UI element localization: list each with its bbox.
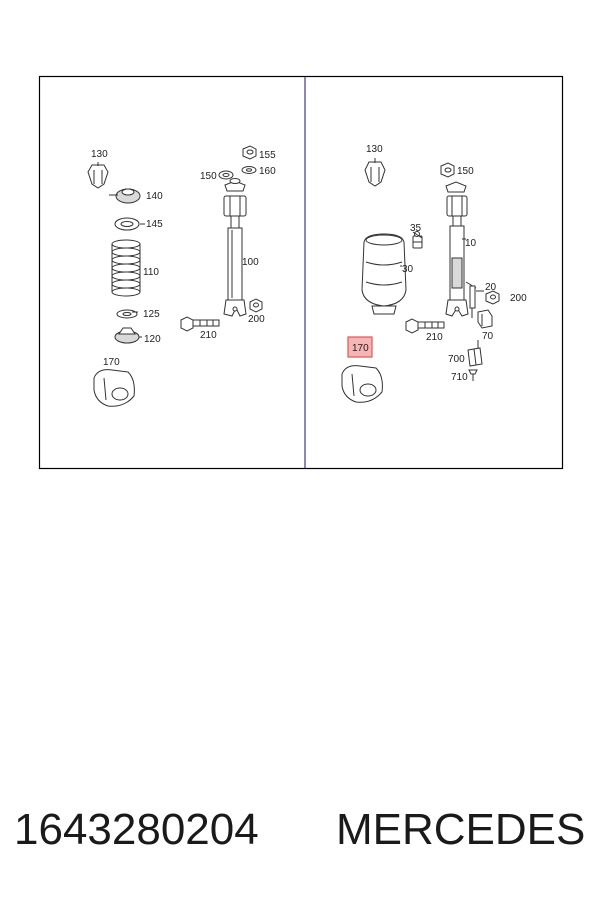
part-number: 1643280204 (14, 805, 259, 854)
brand-name: MERCEDES (336, 805, 586, 854)
bracket-part (467, 347, 483, 367)
product-caption: 1643280204 MERCEDES (0, 795, 600, 875)
label-120: 120 (144, 334, 161, 345)
upper-spring-pad-part (114, 217, 140, 231)
label-710: 710 (451, 372, 468, 383)
label-700: 700 (448, 354, 465, 365)
retainer-part (477, 309, 493, 329)
highlight-box-170[interactable] (347, 336, 373, 358)
sensor-part (465, 281, 477, 318)
label-10: 10 (465, 238, 477, 249)
bump-stop-part (93, 369, 135, 407)
label-110: 110 (143, 267, 159, 278)
shock-absorber-part (223, 178, 247, 317)
label-35: 35 (410, 223, 422, 234)
label-140: 140 (146, 191, 163, 202)
lower-nut-part (249, 298, 263, 313)
bolt-part-right (405, 318, 445, 334)
lower-spring-pad-part (116, 309, 138, 319)
nut-part (242, 145, 257, 160)
label-155: 155 (259, 150, 276, 161)
label-210: 210 (200, 330, 217, 341)
air-spring-part (361, 233, 407, 315)
label-30: 30 (402, 264, 414, 275)
label-150-right: 150 (457, 166, 474, 177)
clip-part (87, 162, 109, 189)
washer-part (241, 166, 257, 174)
label-200-right: 200 (510, 293, 527, 304)
label-160: 160 (259, 166, 276, 177)
bump-stop-part-right (341, 365, 383, 403)
bolt-part (180, 316, 220, 332)
clip-part-right (364, 158, 386, 187)
air-strut-part (445, 181, 469, 317)
left-panel-coil-spring: 130 140 145 110 125 120 170 155 150 160 … (87, 145, 276, 407)
nut-part-right (440, 162, 455, 178)
label-20: 20 (485, 282, 497, 293)
right-panel-air-suspension: 130 150 35 10 30 20 200 210 70 170 700 7… (341, 144, 527, 403)
coil-spring-part (111, 239, 141, 297)
label-100: 100 (242, 257, 259, 268)
label-130: 130 (91, 149, 108, 160)
label-170-right: 170 (352, 343, 369, 354)
bushing-part (218, 170, 234, 180)
top-mount-part (115, 188, 141, 204)
label-70: 70 (482, 331, 494, 342)
label-130-right: 130 (366, 144, 383, 155)
label-145: 145 (146, 219, 163, 230)
label-170: 170 (103, 357, 120, 368)
label-125: 125 (143, 309, 160, 320)
spring-seat-part (114, 327, 140, 344)
screw-part (468, 369, 478, 381)
label-210-right: 210 (426, 332, 443, 343)
label-150: 150 (200, 171, 217, 182)
lower-nut-part-right (485, 290, 500, 305)
parts-diagram: 130 140 145 110 125 120 170 155 150 160 … (38, 75, 564, 470)
label-200: 200 (248, 314, 265, 325)
